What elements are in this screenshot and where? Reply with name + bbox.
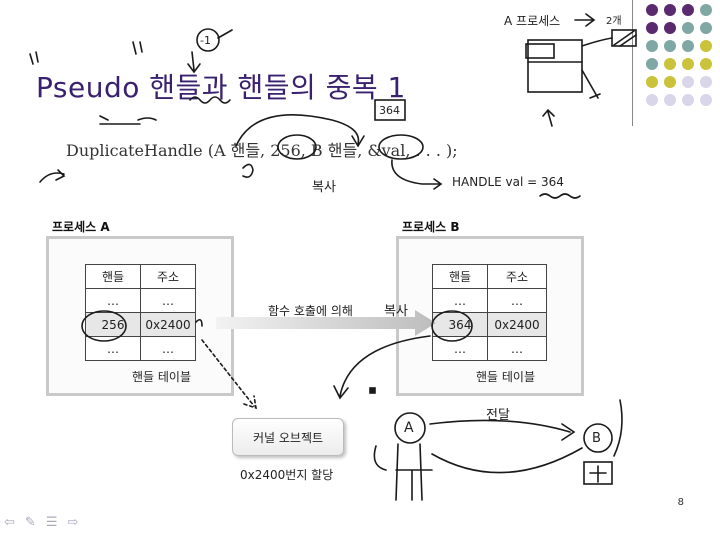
dot-lavender (664, 94, 676, 106)
process-a-caption: 핸들 테이블 (132, 370, 192, 384)
sketch-arrow (581, 69, 601, 99)
dot-purple (664, 4, 676, 16)
scribble (242, 163, 254, 178)
table-cell: … (140, 336, 196, 361)
annotation-letter-b: B (592, 431, 601, 446)
pen-icon[interactable]: ✎ (24, 515, 36, 530)
dot-purple (646, 22, 658, 34)
table-row: …… (432, 336, 547, 361)
left-arrow (39, 169, 66, 183)
annotation-process-a-top: A 프로세스 (504, 14, 561, 28)
figure-b-box (583, 461, 613, 485)
tick-marks (132, 41, 143, 55)
dot-grid (646, 4, 718, 108)
dot-teal (682, 22, 694, 34)
table-cell: 0x2400 (487, 312, 547, 337)
annotation-letter-a: A (404, 420, 414, 436)
table-cell: … (487, 288, 547, 313)
squiggle (189, 96, 231, 104)
sketch-arrow (574, 13, 596, 27)
table-cell: 0x2400 (140, 312, 196, 337)
code-line: DuplicateHandle (A 핸들, 256, B 핸들, &val, … (66, 141, 458, 160)
dot-olive (664, 58, 676, 70)
dot-olive (646, 76, 658, 88)
sketch-cell (525, 43, 555, 59)
menu-icon[interactable]: ☰ (45, 515, 58, 530)
squiggle (539, 193, 581, 199)
kernel-object-caption: 0x2400번지 할당 (240, 468, 334, 482)
tick-marks (29, 51, 39, 65)
table-header: 주소 (487, 264, 547, 289)
annotation-copy-mid: 복사 (384, 304, 408, 319)
dot-teal (664, 40, 676, 52)
sketch-box (527, 39, 583, 93)
table-cell: … (487, 336, 547, 361)
slide-nav-controls: ⇦ ✎ ☰ ⇨ (4, 515, 78, 530)
table-row: …… (432, 288, 547, 313)
copy-curve-arrow (235, 113, 360, 147)
sketch-arrow (542, 108, 555, 127)
process-b-caption: 핸들 테이블 (476, 370, 536, 384)
forward-arrow-icon[interactable]: ⇨ (67, 515, 79, 530)
handle-note: HANDLE val = 364 (452, 175, 564, 189)
kernel-object-label: 커널 오브젝트 (252, 430, 324, 445)
table-header: 주소 (140, 264, 196, 289)
dotted-arrow (201, 339, 258, 410)
dot-marker (369, 387, 376, 394)
dot-teal (646, 40, 658, 52)
table-cell: … (432, 336, 488, 361)
dot-purple (646, 4, 658, 16)
figure-a-body (395, 443, 433, 501)
dot-olive (664, 76, 676, 88)
transfer-arrow (429, 419, 576, 441)
dot-teal (700, 4, 712, 16)
dot-lavender (700, 94, 712, 106)
handle-256-circle (81, 310, 127, 342)
annotation-send: 전달 (486, 408, 510, 423)
annotation-copy-top: 복사 (312, 180, 336, 195)
figure-a-head (394, 412, 426, 444)
dot-lavender (646, 94, 658, 106)
value-circle (277, 134, 317, 160)
arrow-label: 함수 호출에 의해 (268, 304, 353, 318)
annotation-value-box: 364 (379, 104, 400, 117)
dot-olive (700, 40, 712, 52)
dot-lavender (682, 76, 694, 88)
dot-olive (700, 58, 712, 70)
dot-lavender (682, 94, 694, 106)
note-arrow (391, 159, 443, 190)
process-a-label: 프로세스 A (52, 220, 110, 234)
value-box (374, 99, 406, 121)
dot-purple (664, 22, 676, 34)
slide-title: Pseudo 핸들과 핸들의 중복 1 (36, 71, 406, 104)
down-arrow (187, 51, 201, 74)
val-circle (378, 134, 424, 160)
return-arrow (333, 335, 431, 400)
dot-teal (646, 58, 658, 70)
kernel-object-box: 커널 오브젝트 (232, 418, 344, 456)
annotation-minus-one: -1 (200, 34, 211, 47)
dot-lavender (700, 76, 712, 88)
dot-olive (682, 58, 694, 70)
page-number: 8 (677, 497, 684, 508)
divider-line (632, 0, 633, 126)
handle-364-circle (431, 310, 473, 342)
process-b-label: 프로세스 B (402, 220, 460, 234)
annotation-count: 2개 (606, 16, 622, 27)
sketch-arrow (581, 37, 613, 47)
table-header: 핸들 (85, 264, 141, 289)
dot-teal (700, 22, 712, 34)
dot-purple (682, 4, 694, 16)
dot-teal (682, 40, 694, 52)
scribble (99, 115, 141, 125)
minus-one-circle (196, 28, 220, 52)
back-arrow-icon[interactable]: ⇦ (4, 515, 15, 530)
figure-b-head (583, 423, 613, 453)
